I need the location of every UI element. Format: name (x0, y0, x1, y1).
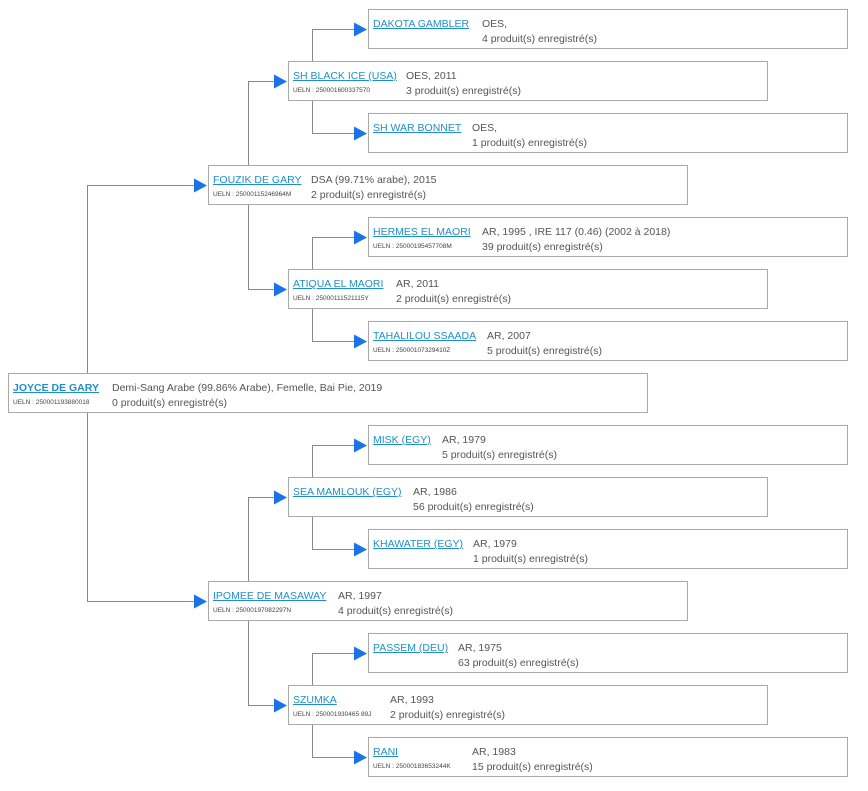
connector-line-atiqua-tahalilou (312, 309, 355, 342)
horse-ueln: UELN : 25000195457708M (373, 243, 452, 250)
connector-arrow-ipomee-sea-mamlouk (274, 490, 287, 505)
connector-arrow-sh-black-ice-war (354, 126, 367, 141)
horse-produits: 2 produit(s) enregistré(s) (311, 189, 426, 201)
connector-arrow-sea-mamlouk-khawater (354, 542, 367, 557)
horse-name-link[interactable]: SEA MAMLOUK (EGY) (293, 486, 402, 498)
horse-name-link[interactable]: HERMES EL MAORI (373, 226, 471, 238)
horse-card-dakota-gambler: DAKOTA GAMBLER OES, 4 produit(s) enregis… (368, 9, 848, 49)
horse-info: Demi-Sang Arabe (99.86% Arabe), Femelle,… (112, 382, 383, 394)
horse-name-link[interactable]: DAKOTA GAMBLER (373, 18, 470, 30)
horse-produits: 0 produit(s) enregistré(s) (112, 397, 227, 409)
horse-info: AR, 2011 (396, 278, 439, 290)
horse-produits: 1 produit(s) enregistré(s) (472, 137, 587, 149)
horse-card-passem: PASSEM (DEU) AR, 1975 63 produit(s) enre… (368, 633, 848, 673)
horse-name-link[interactable]: JOYCE DE GARY (13, 382, 99, 394)
connector-line-sea-mamlouk-misk (312, 445, 355, 477)
horse-name-link[interactable]: ATIQUA EL MAORI (293, 278, 384, 290)
horse-produits: 4 produit(s) enregistré(s) (482, 33, 597, 45)
horse-info: OES, 2011 (406, 70, 457, 82)
horse-card-joyce-de-gary: JOYCE DE GARY UELN : 250001193880018 Dem… (8, 373, 648, 413)
horse-card-sh-war-bonnet: SH WAR BONNET OES, 1 produit(s) enregist… (368, 113, 848, 153)
horse-card-szumka: SZUMKA UELN : 250001930465 89J AR, 1993 … (288, 685, 768, 725)
connector-line-sea-mamlouk-khawater (312, 517, 355, 550)
horse-produits: 1 produit(s) enregistré(s) (473, 553, 588, 565)
horse-produits: 5 produit(s) enregistré(s) (487, 345, 602, 357)
horse-produits: 63 produit(s) enregistré(s) (458, 657, 579, 669)
horse-name-link[interactable]: RANI (373, 746, 399, 758)
connector-arrow-joyce-ipomee (194, 594, 207, 609)
horse-ueln: UELN : 250001930465 89J (293, 711, 372, 718)
connector-arrow-joyce-fouzik (194, 178, 207, 193)
horse-name-link[interactable]: MISK (EGY) (373, 434, 431, 446)
connector-line-joyce-ipomee (87, 413, 195, 602)
horse-info: AR, 1997 (338, 590, 382, 602)
horse-name-link[interactable]: SH WAR BONNET (373, 122, 462, 134)
horse-card-misk: MISK (EGY) AR, 1979 5 produit(s) enregis… (368, 425, 848, 465)
horse-card-fouzik-de-gary: FOUZIK DE GARY UELN : 25000115246964M DS… (208, 165, 688, 205)
horse-ueln: UELN : 250001600337570 (293, 87, 370, 94)
horse-produits: 39 produit(s) enregistré(s) (482, 241, 603, 253)
connector-line-atiqua-hermes (312, 237, 355, 269)
connector-line-szumka-rani (312, 725, 355, 758)
horse-ueln: UELN : 25000111521115Y (293, 295, 369, 302)
horse-info: AR, 1979 (442, 434, 486, 446)
connector-line-ipomee-szumka (248, 621, 275, 706)
connector-line-ipomee-sea-mamlouk (248, 497, 275, 581)
connector-line-joyce-fouzik (87, 185, 195, 373)
horse-info: AR, 1975 (458, 642, 502, 654)
connector-arrow-atiqua-tahalilou (354, 334, 367, 349)
horse-card-sh-black-ice: SH BLACK ICE (USA) UELN : 25000160033757… (288, 61, 768, 101)
connector-arrow-sea-mamlouk-misk (354, 438, 367, 453)
connector-line-sh-black-ice-war (312, 101, 355, 134)
horse-name-link[interactable]: KHAWATER (EGY) (373, 538, 464, 550)
horse-name-link[interactable]: TAHALILOU SSAADA (373, 330, 477, 342)
horse-card-ipomee-de-masaway: IPOMEE DE MASAWAY UELN : 25000197082297N… (208, 581, 688, 621)
horse-card-khawater: KHAWATER (EGY) AR, 1979 1 produit(s) enr… (368, 529, 848, 569)
connector-line-sh-black-ice-dakota (312, 29, 355, 61)
horse-card-sea-mamlouk: SEA MAMLOUK (EGY) AR, 1986 56 produit(s)… (288, 477, 768, 517)
horse-card-atiqua-el-maori: ATIQUA EL MAORI UELN : 25000111521115Y A… (288, 269, 768, 309)
horse-ueln: UELN : 250001193880018 (13, 399, 90, 406)
connector-arrow-ipomee-szumka (274, 698, 287, 713)
horse-produits: 56 produit(s) enregistré(s) (413, 501, 534, 513)
connector-line-szumka-passem (312, 653, 355, 685)
horse-ueln: UELN : 25000197082297N (213, 607, 292, 614)
horse-info: AR, 1983 (472, 746, 516, 758)
horse-ueln: UELN : 25000115246964M (213, 191, 292, 198)
horse-produits: 2 produit(s) enregistré(s) (396, 293, 511, 305)
horse-info: AR, 1979 (473, 538, 517, 550)
connector-arrow-sh-black-ice-dakota (354, 22, 367, 37)
horse-info: AR, 2007 (487, 330, 531, 342)
horse-produits: 15 produit(s) enregistré(s) (472, 761, 593, 773)
connector-line-fouzik-sh-black-ice (248, 81, 275, 165)
horse-info: AR, 1993 (390, 694, 434, 706)
connector-arrow-szumka-rani (354, 750, 367, 765)
horse-name-link[interactable]: SZUMKA (293, 694, 337, 706)
horse-name-link[interactable]: PASSEM (DEU) (373, 642, 449, 654)
horse-card-rani: RANI UELN : 25000183653244K AR, 1983 15 … (368, 737, 848, 777)
horse-info: OES, (472, 122, 498, 134)
connector-arrow-atiqua-hermes (354, 230, 367, 245)
horse-card-hermes-el-maori: HERMES EL MAORI UELN : 25000195457708M A… (368, 217, 848, 257)
connector-arrow-fouzik-atiqua (274, 282, 287, 297)
horse-name-link[interactable]: FOUZIK DE GARY (213, 174, 302, 186)
connector-arrow-fouzik-sh-black-ice (274, 74, 287, 89)
horse-ueln: UELN : 25000107329410Z (373, 347, 451, 354)
horse-produits: 4 produit(s) enregistré(s) (338, 605, 453, 617)
horse-produits: 3 produit(s) enregistré(s) (406, 85, 521, 97)
horse-produits: 5 produit(s) enregistré(s) (442, 449, 557, 461)
horse-info: DSA (99.71% arabe), 2015 (311, 174, 437, 186)
horse-produits: 2 produit(s) enregistré(s) (390, 709, 505, 721)
horse-ueln: UELN : 25000183653244K (373, 763, 451, 770)
connector-line-fouzik-atiqua (248, 205, 275, 290)
horse-name-link[interactable]: SH BLACK ICE (USA) (293, 70, 397, 82)
horse-name-link[interactable]: IPOMEE DE MASAWAY (213, 590, 327, 602)
connector-arrow-szumka-passem (354, 646, 367, 661)
horse-info: AR, 1986 (413, 486, 457, 498)
horse-card-tahalilou-ssaada: TAHALILOU SSAADA UELN : 25000107329410Z … (368, 321, 848, 361)
horse-info: OES, (482, 18, 508, 30)
horse-info: AR, 1995 , IRE 117 (0.46) (2002 à 2018) (482, 226, 671, 238)
